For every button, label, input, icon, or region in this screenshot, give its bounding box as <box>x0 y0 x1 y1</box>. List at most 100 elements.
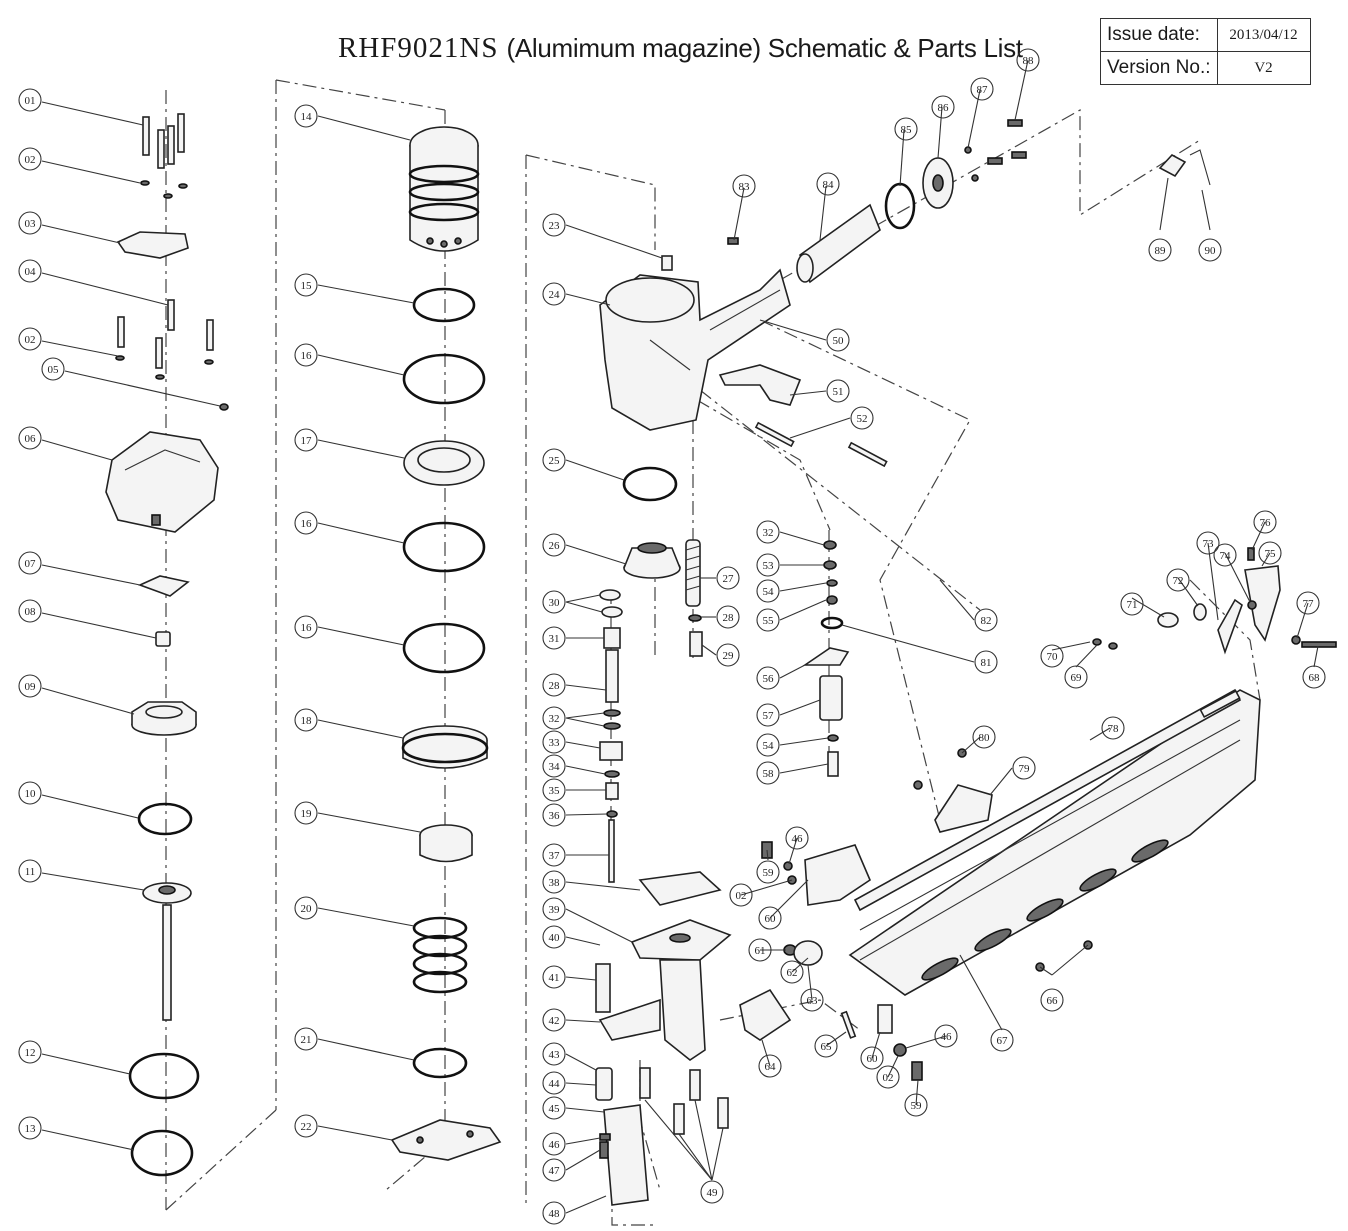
svg-text:65: 65 <box>821 1041 833 1053</box>
callout-43: 43 <box>542 1042 566 1066</box>
callout-32: 32 <box>542 706 566 730</box>
callout-82: 82 <box>974 608 998 632</box>
callout-54: 54 <box>756 579 780 603</box>
callout-08: 08 <box>18 599 42 623</box>
svg-text:07: 07 <box>25 558 37 570</box>
callout-53: 53 <box>756 553 780 577</box>
svg-text:56: 56 <box>763 673 775 685</box>
callout-09: 09 <box>18 674 42 698</box>
callout-16: 16 <box>294 343 318 367</box>
svg-text:70: 70 <box>1047 651 1059 663</box>
callout-58: 58 <box>756 761 780 785</box>
svg-text:08: 08 <box>25 606 37 618</box>
callout-26: 26 <box>542 533 566 557</box>
callout-72: 72 <box>1166 568 1190 592</box>
svg-text:35: 35 <box>549 785 561 797</box>
svg-text:60: 60 <box>765 913 777 925</box>
callout-31: 31 <box>542 626 566 650</box>
svg-text:86: 86 <box>938 102 950 114</box>
model-number: RHF9021NS <box>338 32 499 64</box>
callout-labels: 01 02 03 04 02 05 06 07 08 09 10 11 12 1… <box>18 48 1326 1225</box>
svg-text:77: 77 <box>1303 598 1315 610</box>
leader-lines <box>41 59 1319 1214</box>
callout-64: 64 <box>758 1054 782 1078</box>
svg-text:72: 72 <box>1173 575 1184 587</box>
svg-text:87: 87 <box>977 84 989 96</box>
svg-text:21: 21 <box>301 1034 312 1046</box>
svg-text:12: 12 <box>25 1047 36 1059</box>
title-description: (Alumimum magazine) Schematic & Parts Li… <box>506 33 1024 63</box>
callout-79: 79 <box>1012 756 1036 780</box>
svg-text:34: 34 <box>549 761 561 773</box>
callout-42: 42 <box>542 1008 566 1032</box>
svg-text:41: 41 <box>549 972 560 984</box>
svg-text:46: 46 <box>549 1139 561 1151</box>
callout-33: 33 <box>542 730 566 754</box>
lower-assembly <box>595 841 923 1206</box>
callout-87: 87 <box>970 77 994 101</box>
svg-text:39: 39 <box>549 904 561 916</box>
version-label: Version No.: <box>1100 51 1218 85</box>
svg-text:02: 02 <box>25 154 36 166</box>
callout-46: 46 <box>785 826 809 850</box>
issue-date-row: Issue date: 2013/04/12 <box>1100 18 1311 52</box>
callout-60: 60 <box>758 906 782 930</box>
callout-39: 39 <box>542 897 566 921</box>
svg-text:15: 15 <box>301 280 313 292</box>
svg-text:60: 60 <box>867 1053 879 1065</box>
svg-text:01: 01 <box>25 95 36 107</box>
svg-text:61: 61 <box>755 945 766 957</box>
svg-text:45: 45 <box>549 1103 561 1115</box>
svg-text:02: 02 <box>25 334 36 346</box>
svg-text:16: 16 <box>301 518 313 530</box>
svg-text:79: 79 <box>1019 763 1031 775</box>
callout-67: 67 <box>990 1028 1014 1052</box>
svg-text:82: 82 <box>981 615 992 627</box>
svg-text:88: 88 <box>1023 55 1035 67</box>
callout-15: 15 <box>294 273 318 297</box>
callout-77: 77 <box>1296 591 1320 615</box>
callout-59: 59 <box>756 860 780 884</box>
svg-text:11: 11 <box>25 866 36 878</box>
callout-14: 14 <box>294 104 318 128</box>
callout-19: 19 <box>294 801 318 825</box>
svg-text:53: 53 <box>763 560 775 572</box>
svg-text:06: 06 <box>25 433 37 445</box>
svg-text:58: 58 <box>763 768 775 780</box>
callout-78: 78 <box>1101 716 1125 740</box>
callout-55: 55 <box>756 608 780 632</box>
callout-40: 40 <box>542 925 566 949</box>
svg-text:59: 59 <box>763 867 775 879</box>
callout-48: 48 <box>542 1201 566 1225</box>
callout-41: 41 <box>542 965 566 989</box>
callout-05: 05 <box>41 357 65 381</box>
issue-date-label: Issue date: <box>1100 18 1218 52</box>
svg-text:78: 78 <box>1108 723 1120 735</box>
svg-text:90: 90 <box>1205 245 1217 257</box>
svg-text:36: 36 <box>549 810 561 822</box>
svg-text:16: 16 <box>301 622 313 634</box>
callout-01: 01 <box>18 88 42 112</box>
callout-35: 35 <box>542 778 566 802</box>
callout-02: 02 <box>18 147 42 171</box>
svg-text:04: 04 <box>25 266 37 278</box>
callout-51: 51 <box>826 379 850 403</box>
svg-text:25: 25 <box>549 455 561 467</box>
callout-34: 34 <box>542 754 566 778</box>
svg-text:09: 09 <box>25 681 37 693</box>
svg-text:02: 02 <box>736 890 747 902</box>
svg-text:19: 19 <box>301 808 313 820</box>
callout-30: 30 <box>542 590 566 614</box>
svg-text:66: 66 <box>1047 995 1059 1007</box>
svg-text:73: 73 <box>1203 538 1215 550</box>
svg-text:55: 55 <box>763 615 775 627</box>
svg-text:42: 42 <box>549 1015 560 1027</box>
callout-03: 03 <box>18 211 42 235</box>
svg-text:20: 20 <box>301 903 313 915</box>
svg-text:38: 38 <box>549 877 561 889</box>
callout-02: 02 <box>729 883 753 907</box>
callout-29: 29 <box>716 643 740 667</box>
callout-86: 86 <box>931 95 955 119</box>
callout-32: 32 <box>756 520 780 544</box>
